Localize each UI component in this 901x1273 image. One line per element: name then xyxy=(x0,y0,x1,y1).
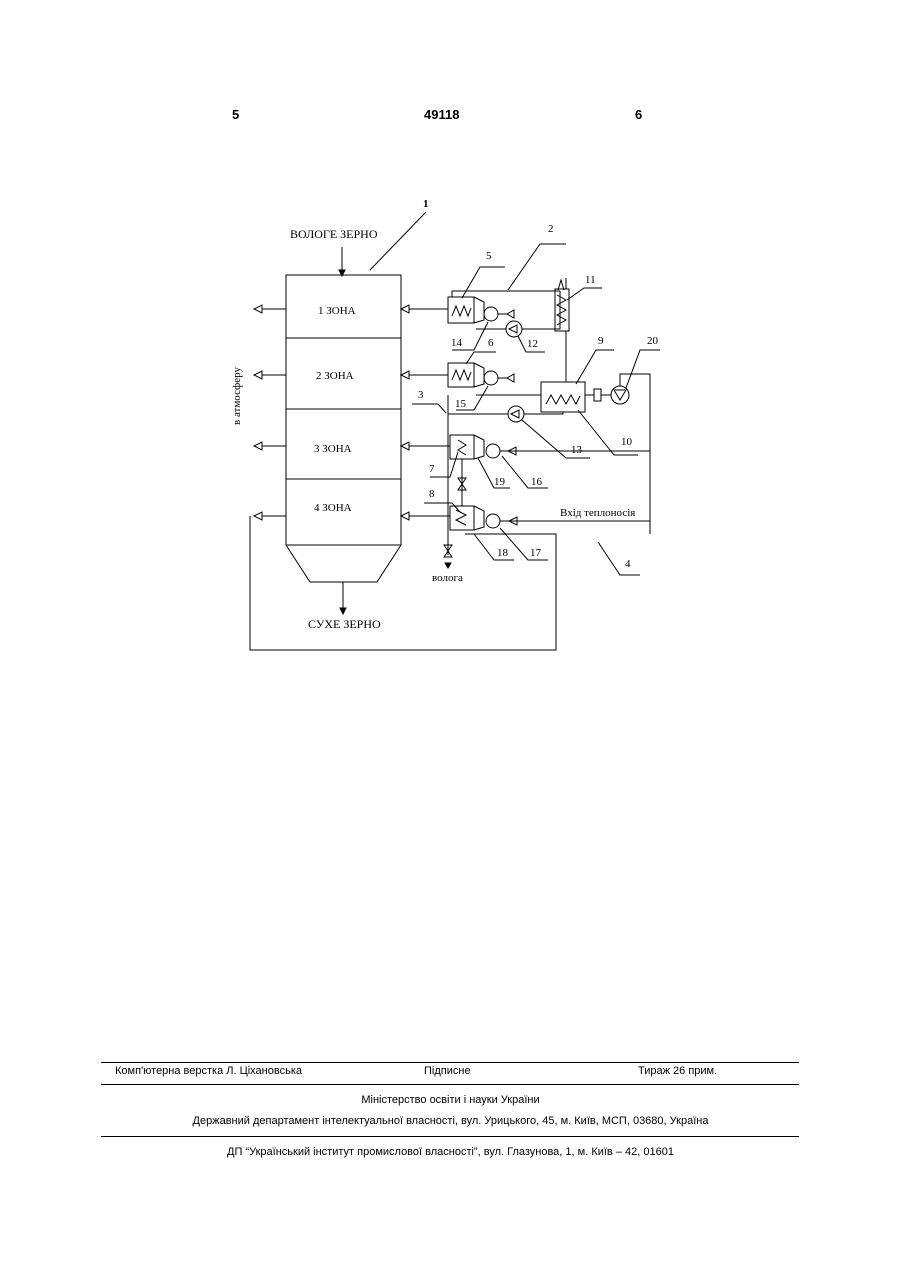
dryer-schematic: ВОЛОГЕ ЗЕРНО СУХЕ ЗЕРНО 1 ЗОНА 2 ЗОНА 3 … xyxy=(0,0,901,700)
circulation-note: Тираж 26 прим. xyxy=(638,1065,717,1077)
fan-housing xyxy=(474,297,484,323)
exhaust-arrowhead xyxy=(254,371,262,379)
fan-17 xyxy=(486,514,500,528)
callout-5: 5 xyxy=(486,250,492,262)
coil xyxy=(557,295,566,325)
output-arrowhead xyxy=(340,608,346,614)
callout-16: 16 xyxy=(531,476,543,488)
recirculation-loop xyxy=(250,516,556,650)
pump-20 xyxy=(611,386,629,404)
callout-17: 17 xyxy=(530,547,542,559)
coolant-pipe xyxy=(522,291,560,329)
air-intake-arrowhead xyxy=(507,374,514,382)
heat-exchanger-9 xyxy=(541,382,585,412)
leader-line xyxy=(576,350,614,384)
exhaust-arrowhead xyxy=(254,305,262,313)
callout-1: 1 xyxy=(423,198,429,210)
callout-13: 13 xyxy=(571,444,583,456)
zone-2-label: 2 ЗОНА xyxy=(316,370,354,382)
footer-rule xyxy=(101,1084,799,1085)
leader-line xyxy=(626,350,660,388)
callout-4: 4 xyxy=(625,558,631,570)
zone-1-label: 1 ЗОНА xyxy=(318,305,356,317)
fan-16 xyxy=(486,444,500,458)
coil xyxy=(546,395,580,404)
ministry-line: Міністерство освіти і науки України xyxy=(0,1094,901,1106)
coil xyxy=(458,440,466,455)
fan-15 xyxy=(484,371,498,385)
supply-arrowhead xyxy=(401,512,409,520)
supply-arrowhead xyxy=(401,371,409,379)
callout-2: 2 xyxy=(548,223,554,235)
signed-note: Підписне xyxy=(424,1065,471,1077)
coolant-pipe-2 xyxy=(452,291,560,297)
leader-line xyxy=(598,542,640,575)
atmosphere-label: в атмосферу xyxy=(231,367,243,425)
callout-6: 6 xyxy=(488,337,494,349)
callout-18: 18 xyxy=(497,547,509,559)
coil xyxy=(452,306,471,316)
drain-arrowhead xyxy=(445,563,451,568)
leader-line xyxy=(508,244,566,290)
exhaust-arrowhead xyxy=(254,442,262,450)
supply-arrowhead xyxy=(401,442,409,450)
supply-arrowhead xyxy=(401,305,409,313)
heater-8 xyxy=(450,506,474,530)
fan-housing xyxy=(474,435,484,459)
zone-3-label: 3 ЗОНА xyxy=(314,443,352,455)
callout-3: 3 xyxy=(418,389,424,401)
output-label: СУХЕ ЗЕРНО xyxy=(308,617,381,631)
callout-15: 15 xyxy=(455,398,467,410)
fan-housing xyxy=(474,363,484,387)
moisture-label: волога xyxy=(432,572,463,584)
pump-arrowhead xyxy=(614,390,626,400)
pump-arrowhead xyxy=(511,410,519,418)
air-intake-arrowhead xyxy=(507,310,514,318)
leader-line xyxy=(567,288,602,300)
footer-rule xyxy=(101,1136,799,1137)
institute-line: ДП “Український інститут промислової вла… xyxy=(0,1146,901,1158)
callout-10: 10 xyxy=(621,436,633,448)
leader-line xyxy=(466,352,496,364)
leader-line xyxy=(424,503,460,512)
department-line: Державний департамент інтелектуальної вл… xyxy=(0,1115,901,1127)
input-label: ВОЛОГЕ ЗЕРНО xyxy=(290,227,378,241)
callout-12: 12 xyxy=(527,338,538,350)
callout-8: 8 xyxy=(429,488,435,500)
callout-14: 14 xyxy=(451,337,463,349)
leader-line xyxy=(370,212,426,270)
leader-line xyxy=(578,410,638,455)
callout-19: 19 xyxy=(494,476,506,488)
callout-20: 20 xyxy=(647,335,659,347)
fan-14 xyxy=(484,307,498,321)
footer-rule xyxy=(101,1062,799,1063)
hopper xyxy=(286,545,401,582)
fan-housing xyxy=(474,506,484,530)
callout-11: 11 xyxy=(585,274,596,286)
leader-line xyxy=(462,267,505,298)
exhaust-arrowhead xyxy=(254,512,262,520)
callout-9: 9 xyxy=(598,335,604,347)
motor xyxy=(594,389,601,401)
pump-arrowhead xyxy=(509,325,517,333)
callout-7: 7 xyxy=(429,463,435,475)
coil xyxy=(452,370,471,380)
coil xyxy=(456,510,466,525)
zone-4-label: 4 ЗОНА xyxy=(314,502,352,514)
coolant-inlet-label: Вхід теплоносія xyxy=(560,507,635,519)
leader-line xyxy=(412,404,446,413)
layout-credit: Комп'ютерна верстка Л. Ціхановська xyxy=(115,1065,302,1077)
